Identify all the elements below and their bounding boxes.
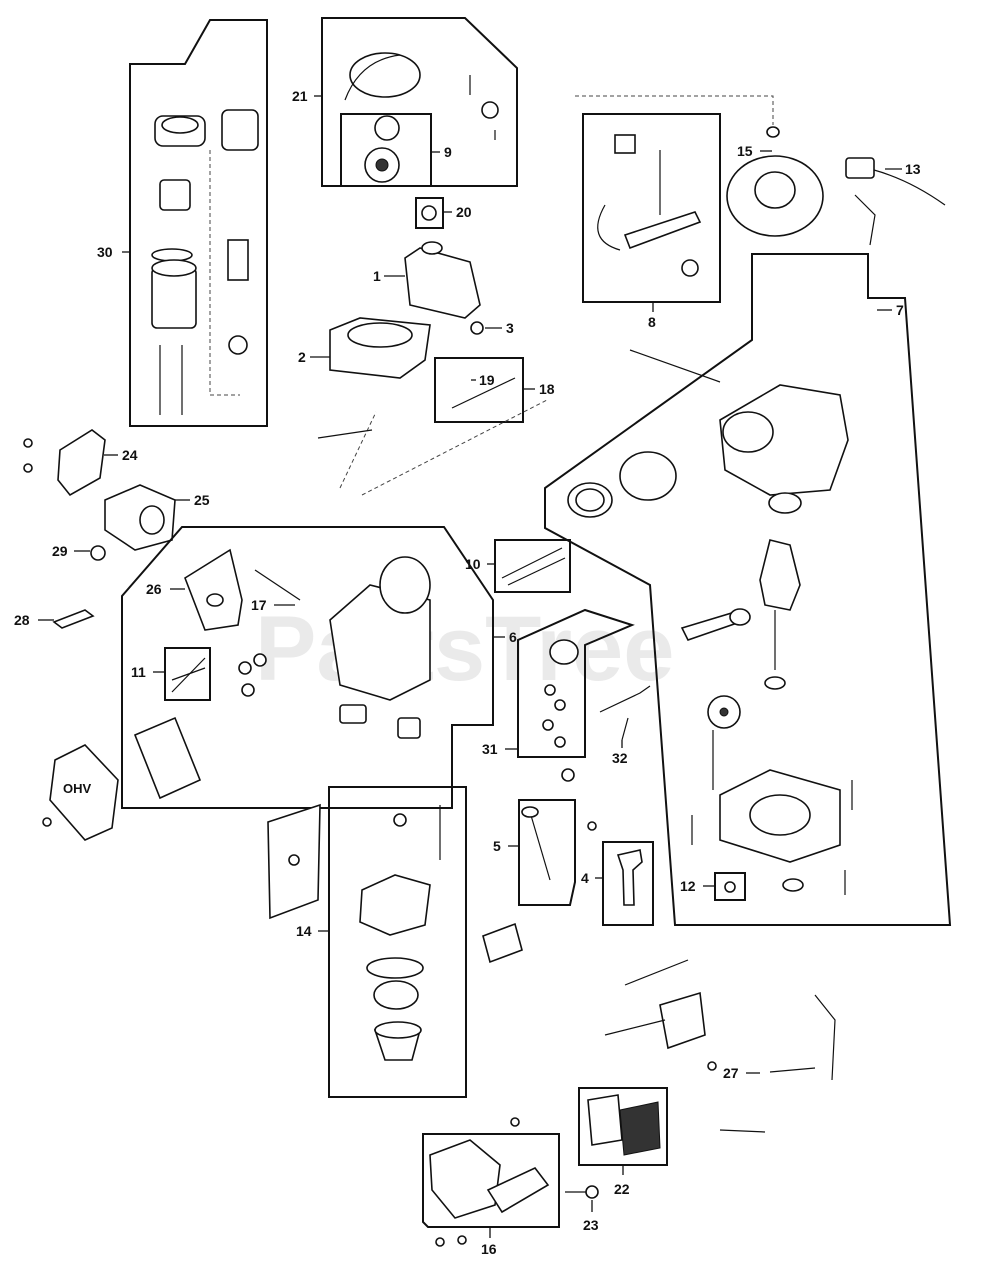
crankshaft-shape xyxy=(759,539,801,611)
air-cleaner-box xyxy=(422,1133,560,1228)
valve-cover-shape xyxy=(49,744,119,841)
callout-13: 13 xyxy=(905,161,921,177)
callout-3: 3 xyxy=(506,320,514,336)
dipstick-group: 5 4 xyxy=(493,799,654,926)
part-23-group: 23 xyxy=(565,1185,599,1233)
callout-31: 31 xyxy=(482,741,498,757)
breather-group: 31 32 xyxy=(482,608,651,782)
carburetor-group: 14 xyxy=(296,786,467,1098)
callout-1: 1 xyxy=(373,268,381,284)
callout-4: 4 xyxy=(581,870,589,886)
callout-18: 18 xyxy=(539,381,555,397)
fuel-tank-area-group: 20 1 2 3 19 18 xyxy=(298,197,555,423)
recoil-starter-group: 21 9 xyxy=(292,17,518,187)
callout-10: 10 xyxy=(465,556,481,572)
part-1-shape xyxy=(404,247,481,319)
callout-11: 11 xyxy=(131,664,146,680)
callout-27: 27 xyxy=(723,1065,739,1081)
dipstick-box xyxy=(518,799,576,906)
callout-12: 12 xyxy=(680,878,696,894)
pushrod-box xyxy=(494,539,571,593)
part-20-box xyxy=(415,197,444,229)
intake-gasket-shape xyxy=(482,922,523,964)
pulley-box xyxy=(340,113,432,187)
cylinder-head-box xyxy=(121,526,494,809)
cylinder-head-group: 6 26 17 11 xyxy=(121,526,517,809)
callout-21: 21 xyxy=(292,88,308,104)
callout-2: 2 xyxy=(298,349,306,365)
part-26-shape xyxy=(184,548,243,631)
part-11-box xyxy=(164,647,211,701)
callout-6: 6 xyxy=(509,629,517,645)
callout-23: 23 xyxy=(583,1217,599,1233)
air-filter-group: 22 xyxy=(578,1087,668,1197)
fill-tube-box xyxy=(602,841,654,926)
callout-32: 32 xyxy=(612,750,628,766)
carburetor-box xyxy=(328,786,467,1098)
watermark: PartsTree xyxy=(255,598,674,700)
pushrod-group: 10 xyxy=(465,539,571,593)
callout-28: 28 xyxy=(14,612,30,628)
callout-17: 17 xyxy=(251,597,267,613)
callout-29: 29 xyxy=(52,543,68,559)
air-cleaner-group: 16 xyxy=(422,1133,560,1257)
loose-hardware xyxy=(23,349,721,1247)
carburetor-body-shape xyxy=(359,874,431,936)
valve-cover-group: OHV xyxy=(49,744,119,841)
recoil-box xyxy=(321,17,518,187)
starter-box xyxy=(129,19,268,427)
valve-cover-label: OHV xyxy=(63,781,92,796)
starter-motor-parts xyxy=(151,109,259,415)
piston-shape xyxy=(619,451,677,501)
callout-7: 7 xyxy=(896,302,904,318)
short-block-box xyxy=(544,253,952,926)
callout-8: 8 xyxy=(648,314,656,330)
callout-15: 15 xyxy=(737,143,753,159)
callout-20: 20 xyxy=(456,204,472,220)
callout-22: 22 xyxy=(614,1181,630,1197)
left-misc-parts-group: 24 25 29 28 xyxy=(14,429,210,629)
governor-group: 8 xyxy=(582,113,721,330)
callout-9: 9 xyxy=(444,144,452,160)
ignition-coil-shape xyxy=(845,157,875,179)
governor-box xyxy=(582,113,721,303)
callout-30: 30 xyxy=(97,244,113,260)
part-28-shape xyxy=(52,609,95,629)
callout-24: 24 xyxy=(122,447,138,463)
part-18-box xyxy=(434,357,524,423)
short-block-group: 7 12 xyxy=(544,253,952,926)
callout-14: 14 xyxy=(296,923,312,939)
part-29-shape xyxy=(90,545,106,561)
callout-16: 16 xyxy=(481,1241,497,1257)
throttle-control-group: 27 xyxy=(604,959,836,1081)
breather-box xyxy=(517,608,635,758)
part-32-shape xyxy=(599,685,651,741)
callout-19: 19 xyxy=(479,372,495,388)
head-gasket-shape xyxy=(133,716,202,800)
flywheel-group: 15 13 xyxy=(575,95,946,246)
callout-5: 5 xyxy=(493,838,501,854)
part-24-shape xyxy=(57,429,106,497)
starter-assembly-group: 30 xyxy=(97,19,268,427)
callout-26: 26 xyxy=(146,581,162,597)
callout-25: 25 xyxy=(194,492,210,508)
